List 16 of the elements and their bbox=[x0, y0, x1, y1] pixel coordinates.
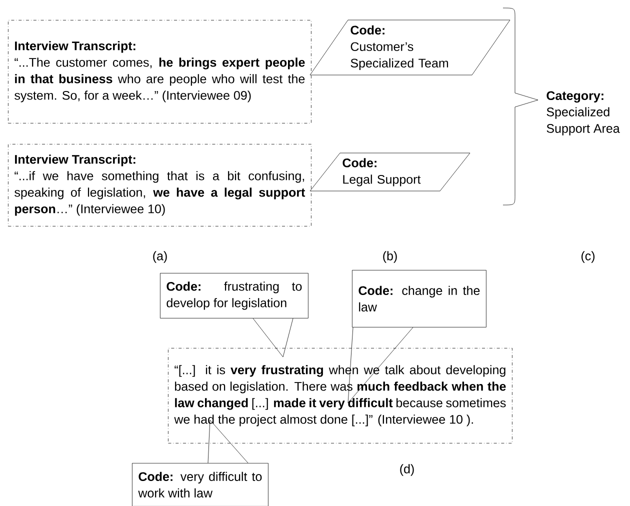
code-parallelogram: Code: Customer’s Specialized Team bbox=[310, 20, 510, 76]
callout-box: Code: change in the law bbox=[352, 270, 486, 328]
transcript-box: Interview Transcript: “...if we have something that is a bit confusing, speaking of legislation, we have a legal support person…” (Interviewee 10) bbox=[8, 144, 312, 226]
callout-pointer bbox=[252, 318, 294, 358]
panel-label: (d) bbox=[400, 464, 414, 476]
panel-label: (c) bbox=[581, 251, 594, 263]
category-heading: Category: bbox=[546, 91, 604, 103]
callout-box: Code: frustrating to develop for legislation bbox=[160, 273, 308, 318]
callout-pointer bbox=[348, 327, 414, 404]
transcript-box: Interview Transcript: “...The customer comes, he brings expert people in that business who are people who will test the system. So, for a week…” (Interviewee 09) bbox=[8, 20, 312, 124]
code-parallelogram: Code: Legal Support bbox=[310, 152, 470, 192]
quote-box: “[...] it is very frustrating when we talk about developing based on legislation. There was much feedback when the law changed [...] made it very difficult because sometimes we had the project almost done [...]” (Interviewee 10 ). bbox=[168, 348, 512, 444]
callout-pointer bbox=[208, 420, 248, 464]
category-name: Specialized Support Area bbox=[546, 107, 620, 136]
callout-box: Code: very difficult to work with law bbox=[132, 463, 268, 506]
panel-label: (a) bbox=[153, 251, 167, 263]
